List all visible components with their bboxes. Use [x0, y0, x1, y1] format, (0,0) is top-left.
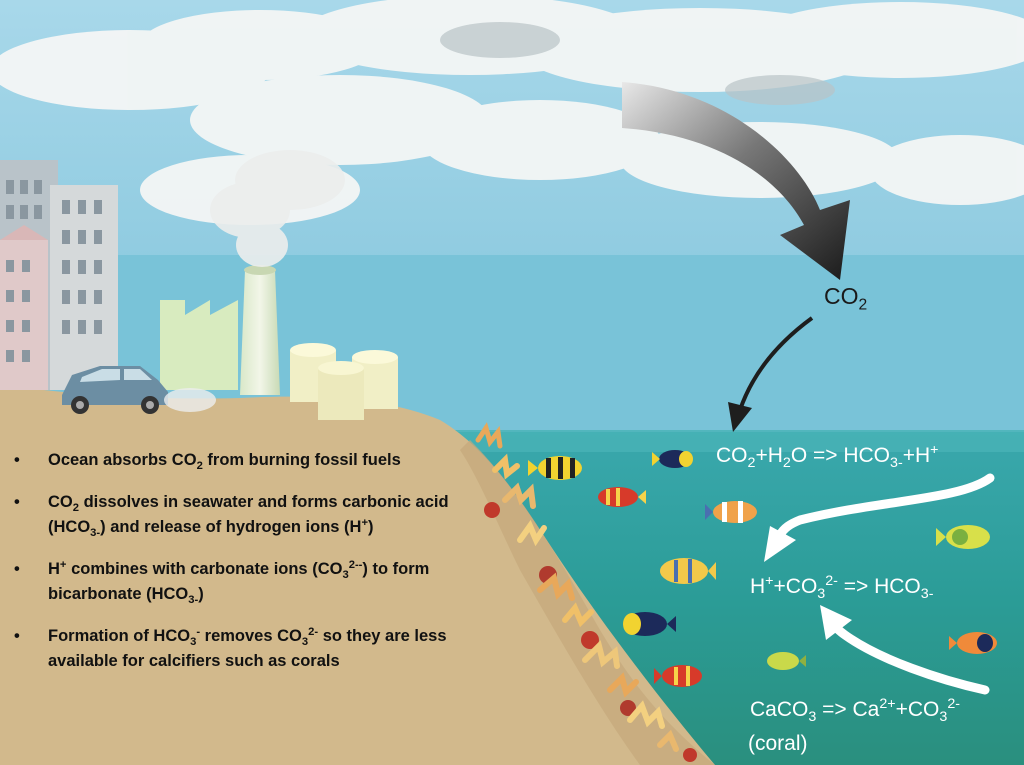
fish-navy-yellow [652, 450, 693, 468]
bullet-ocean-absorbs: •Ocean absorbs CO2 from burning fossil f… [0, 448, 480, 473]
ocean-surface [440, 430, 1024, 452]
fish-angel [660, 558, 716, 584]
smoke [210, 150, 345, 267]
equation-co2-water: CO2+H2O => HCO3-+H+ [716, 442, 939, 471]
car [62, 366, 216, 414]
fish-red-yellow [654, 665, 702, 687]
equation-calcium-carbonate: CaCO3 => Ca2++CO32- [750, 696, 960, 725]
bullet-dot: • [14, 627, 20, 645]
reaction-arrowhead-1 [764, 526, 796, 562]
bullet-co2-dissolves: •CO2 dissolves in seawater and forms car… [0, 490, 480, 540]
fish-bumblebee [528, 456, 582, 480]
bullet-formation: •Formation of HCO3- removes CO32- so the… [14, 625, 447, 670]
fish-red-striped [598, 487, 646, 507]
equation-h-carbonate: H++CO32- => HCO3- [750, 573, 934, 602]
bullet-dot: • [14, 560, 20, 578]
bullet-h-combines: •H+ combines with carbonate ions (CO32--… [14, 558, 430, 606]
land-cliff [0, 385, 715, 765]
fish-green-yellow [936, 525, 990, 549]
city-buildings [0, 160, 118, 390]
co2-dissolve-arrowhead [728, 402, 752, 432]
co2-absorption-arrow [622, 82, 850, 280]
fish-navy-band [623, 612, 676, 636]
factory [160, 265, 280, 395]
fish [528, 450, 997, 687]
fish-small-green [767, 652, 806, 670]
bullet-dot: • [14, 493, 20, 511]
dark-clouds [440, 22, 835, 105]
fish-orange-blue [949, 632, 997, 654]
fish-clown [705, 501, 757, 523]
coral-reef [475, 422, 697, 762]
bullet-dot: • [14, 451, 20, 469]
co2-label: CO2 [824, 283, 868, 314]
coral-note: (coral) [748, 732, 808, 755]
bullet-list: •Ocean absorbs CO2 from burning fossil f… [0, 448, 480, 691]
cliff-shadow [460, 440, 715, 765]
reaction-arrowhead-2 [820, 605, 852, 640]
storage-tanks [290, 343, 398, 420]
reaction-arrow-1 [775, 473, 995, 540]
co2-dissolve-arrow [738, 316, 814, 411]
